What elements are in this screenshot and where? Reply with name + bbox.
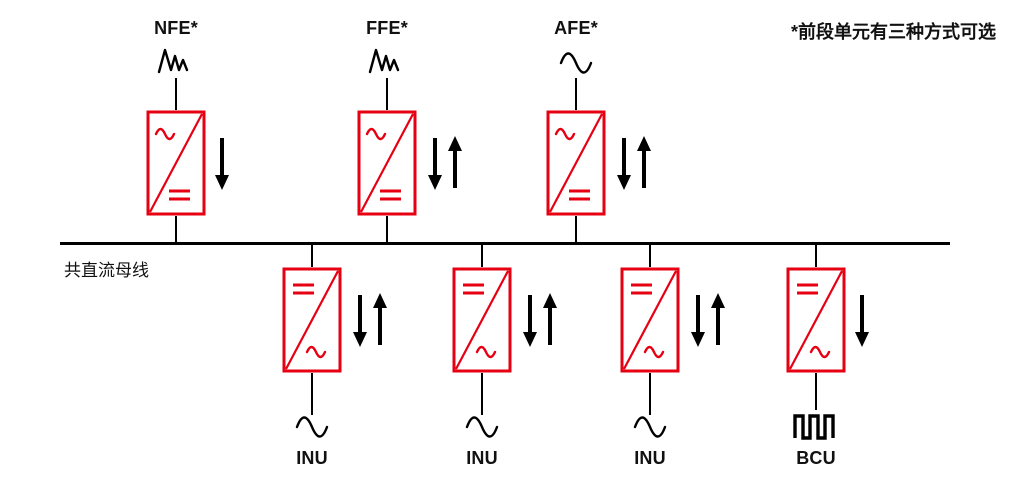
ac-to-dc-converter-icon bbox=[146, 110, 206, 216]
down-up-arrows-icon bbox=[353, 293, 387, 347]
down-up-arrows-icon bbox=[428, 136, 462, 190]
unit-label-inu: INU bbox=[634, 448, 666, 468]
connector-line bbox=[575, 78, 577, 110]
connector-line bbox=[575, 216, 577, 243]
connector-line bbox=[386, 216, 388, 243]
distorted-wave-icon bbox=[368, 48, 400, 74]
down-up-arrows-icon bbox=[523, 293, 557, 347]
dc-bus-line bbox=[60, 242, 950, 245]
connector-line bbox=[649, 245, 651, 267]
connector-line bbox=[175, 216, 177, 243]
ac-to-dc-converter-icon bbox=[357, 110, 417, 216]
down-up-arrows-icon bbox=[691, 293, 725, 347]
connector-line bbox=[481, 245, 483, 267]
connector-line bbox=[815, 373, 817, 410]
connector-line bbox=[815, 245, 817, 267]
sine-wave-icon bbox=[559, 52, 593, 74]
dc-bus-label: 共直流母线 bbox=[64, 261, 149, 280]
footnote: *前段单元有三种方式可选 bbox=[790, 22, 996, 42]
ac-to-dc-converter-icon bbox=[546, 110, 606, 216]
dc-to-ac-converter-icon bbox=[282, 267, 342, 373]
down-up-arrows-icon bbox=[617, 136, 651, 190]
down-arrow-icon bbox=[855, 295, 869, 347]
dc-to-ac-converter-icon bbox=[620, 267, 680, 373]
unit-label-afe: AFE* bbox=[554, 18, 598, 38]
unit-label-inu: INU bbox=[296, 448, 328, 468]
connector-line bbox=[649, 373, 651, 415]
unit-label-nfe: NFE* bbox=[154, 18, 198, 38]
sine-wave-icon bbox=[465, 416, 499, 438]
dc-to-ac-converter-icon bbox=[452, 267, 512, 373]
down-arrow-icon bbox=[215, 138, 229, 190]
connector-line bbox=[175, 78, 177, 110]
unit-label-ffe: FFE* bbox=[366, 18, 408, 38]
connector-line bbox=[311, 245, 313, 267]
connector-line bbox=[311, 373, 313, 415]
dc-to-ac-converter-icon bbox=[786, 267, 846, 373]
distorted-wave-icon bbox=[157, 48, 189, 74]
pulse-wave-icon bbox=[793, 414, 835, 440]
unit-label-bcu: BCU bbox=[796, 448, 836, 468]
sine-wave-icon bbox=[295, 416, 329, 438]
sine-wave-icon bbox=[633, 416, 667, 438]
connector-line bbox=[386, 78, 388, 110]
unit-label-inu: INU bbox=[466, 448, 498, 468]
connector-line bbox=[481, 373, 483, 415]
